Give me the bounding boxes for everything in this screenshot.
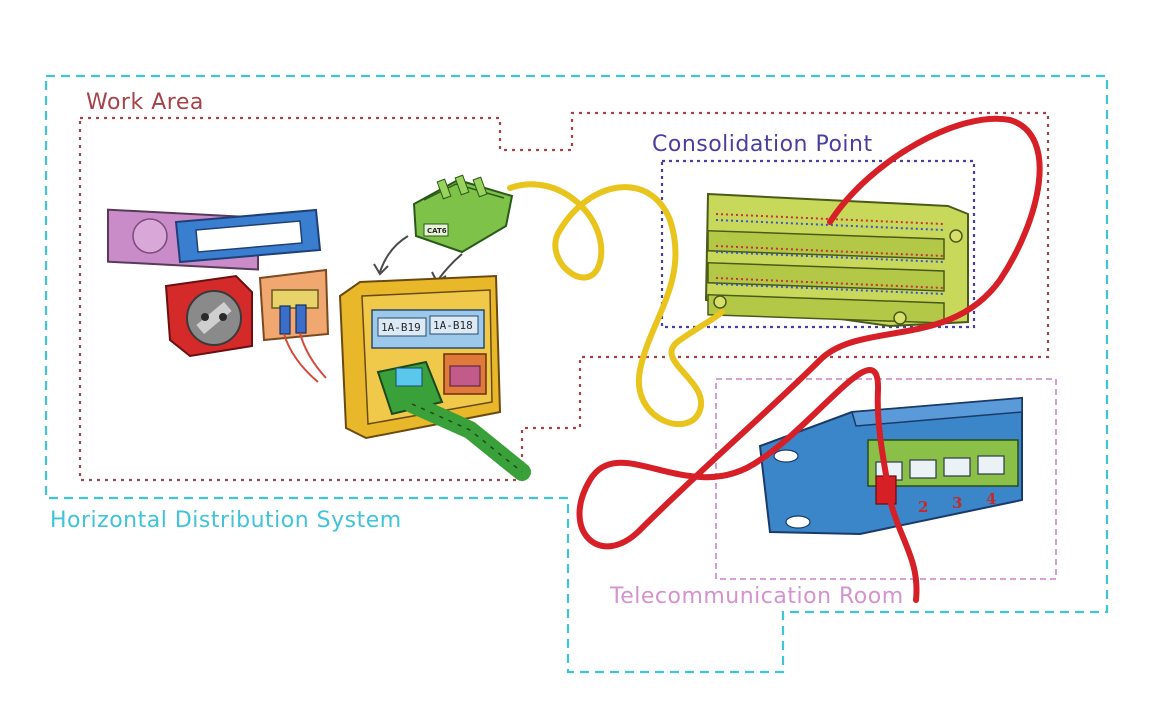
keystone-cat-label: CAT6 <box>427 227 447 235</box>
blue-faceplate-icon <box>174 208 322 264</box>
jack-label-left: 1A-B19 <box>381 321 421 334</box>
yellow-cable <box>507 181 725 428</box>
horizontal-distribution-boundary <box>44 74 1109 674</box>
patch-panel-icon: 2 3 4 <box>758 396 1023 536</box>
telecom-room-label: Telecommunication Room <box>610 584 904 609</box>
port-number-2: 2 <box>918 498 928 516</box>
power-socket-icon <box>164 274 253 358</box>
wall-outlet-icon: 1A-B19 1A-B18 <box>338 274 531 481</box>
jack-label-right: 1A-B18 <box>433 319 473 332</box>
consolidation-point-label: Consolidation Point <box>652 132 873 157</box>
work-area-label: Work Area <box>86 90 204 115</box>
keystone-jack-icon: CAT6 <box>412 174 514 254</box>
horizontal-distribution-label: Horizontal Distribution System <box>50 508 402 533</box>
red-cable <box>576 115 1043 603</box>
fiber-outlet-icon <box>258 268 330 383</box>
port-number-3: 3 <box>952 494 962 512</box>
port-number-4: 4 <box>986 490 996 508</box>
consolidation-point-boundary <box>660 159 976 329</box>
punch-down-block-icon <box>704 192 969 328</box>
